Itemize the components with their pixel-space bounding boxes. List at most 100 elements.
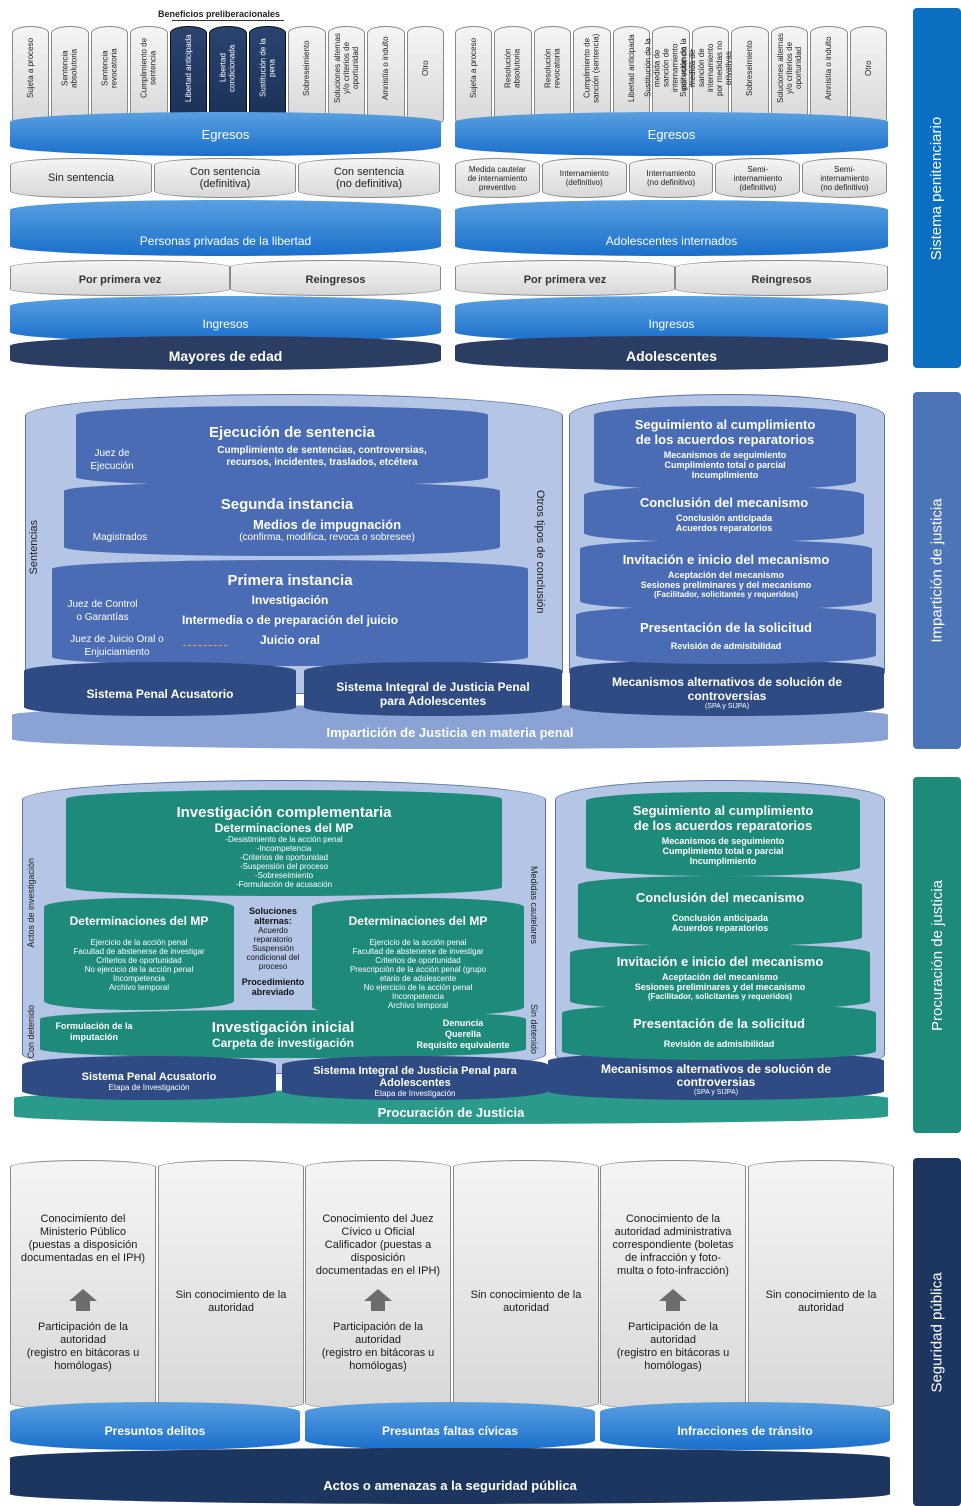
imp-conclusion: Conclusión del mecanismo Conclusión anti… — [584, 486, 864, 542]
juez-ejecucion: Juez de Ejecución — [90, 448, 134, 472]
egreso-cylinder: Resolución revocatoria — [533, 26, 572, 126]
ingresos-adol-bar: Ingresos — [455, 296, 888, 342]
pr2-title: Conclusión del mecanismo — [635, 889, 805, 905]
otros-label: Otros tipos de conclusión — [534, 490, 546, 614]
egresos-adolescentes-bar: Egresos — [455, 112, 888, 156]
dmp-left-title: Determinaciones del MP — [69, 914, 209, 928]
status-cylinder: Internamiento (definitivo) — [541, 158, 627, 198]
side-label-seguridad: Seguridad pública — [913, 1158, 961, 1506]
infracciones-transito-bar: Infracciones de tránsito — [600, 1402, 890, 1450]
proc-conclusion: Conclusión del mecanismo Conclusión anti… — [578, 876, 862, 946]
egreso-cylinder-label: Sentencia revocatoria — [100, 48, 119, 88]
dmp-right-title: Determinaciones del MP — [348, 914, 488, 928]
cylinder-conocimiento: Conocimiento del Ministerio Público (pue… — [10, 1160, 156, 1410]
con-detenido-label: Con detenido — [26, 1005, 36, 1059]
egreso-cylinder: Cumplimiento de sanción (sentencia) — [573, 26, 611, 126]
por-primera-vez-adol — [455, 260, 675, 296]
spa-procuracion: Sistema Penal Acusatorio Etapa de Invest… — [22, 1056, 276, 1100]
egreso-cylinder-label: Amnistía o indulto — [824, 36, 834, 100]
ic-title: Investigación complementaria — [176, 804, 392, 821]
cylinder-conocimiento: Conocimiento de la autoridad administrat… — [600, 1160, 746, 1410]
egreso-cylinder-label: Otro — [863, 60, 873, 76]
sentencias-label: Sentencias — [28, 520, 40, 575]
intermedia-item: Intermedia o de preparación del juicio — [181, 613, 399, 627]
egreso-cylinder-label: Amnistía o indulto — [381, 36, 391, 100]
status-cylinder: Internamiento (no definitivo) — [628, 158, 714, 198]
procedimiento-abreviado: Procedimiento abreviado — [241, 977, 305, 997]
proc-presentacion: Presentación de la solicitud Revisión de… — [562, 1004, 876, 1060]
sol-items: Acuerdo reparatorio Suspensión condicion… — [246, 926, 300, 971]
spa-imparticion: Sistema Penal Acusatorio — [24, 662, 296, 716]
status-cylinder: Semi- internamiento (definitivo) — [715, 158, 801, 198]
sin-conocimiento-text: Sin conocimiento de la autoridad — [765, 1289, 877, 1314]
pr1-sub: Mecanismos de seguimiento Cumplimiento t… — [661, 835, 785, 866]
pr1-title: Seguimiento al cumplimiento de los acuer… — [632, 802, 814, 833]
cylinder-conocimiento: Conocimiento del Juez Cívico u Oficial C… — [305, 1160, 451, 1410]
egreso-cylinder: Otro — [406, 26, 444, 126]
reingresos-mayores — [230, 260, 441, 296]
egreso-cylinder-label: Otro — [420, 60, 430, 76]
egreso-cylinder-label: Sobreseimiento — [745, 40, 755, 96]
egreso-cylinder: Sujeta a proceso — [455, 26, 493, 126]
up-arrow-stem — [666, 1301, 680, 1311]
egreso-cylinder-label: Soluciones alternas y/o criterios de opo… — [775, 33, 803, 103]
ejecucion-title: Ejecución de sentencia — [209, 423, 375, 441]
ejecucion-sentencia: Ejecución de sentencia Cumplimiento de s… — [76, 406, 488, 486]
cylinder-sin-conocimiento: Sin conocimiento de la autoridad — [453, 1160, 599, 1410]
ii-title: Investigación inicial — [211, 1018, 355, 1036]
egreso-cylinder: Libertad condicionada — [209, 26, 247, 126]
r2-sub: Conclusión anticipada Acuerdos reparator… — [675, 513, 773, 533]
segunda-sub2: (confirma, modifica, revoca o sobresee) — [239, 531, 415, 543]
primera-instancia: Primera instancia Investigación Intermed… — [52, 560, 528, 666]
juicio-oral-item: Juicio oral — [259, 633, 321, 647]
egreso-cylinder-label: Sujeta a proceso — [26, 37, 36, 99]
up-arrow-icon — [69, 1289, 97, 1301]
egreso-cylinder: Sobreseimiento — [288, 26, 326, 126]
por-primera-vez-mayores — [10, 260, 230, 296]
reingresos-label: Reingresos — [305, 274, 366, 286]
mayores-de-edad-bar: Mayores de edad — [10, 336, 441, 370]
egreso-cylinder-label: Sentencia absolutoria — [61, 48, 80, 88]
pr4-title: Presentación de la solicitud — [633, 1015, 805, 1031]
masc-sub: (SPA y SIJPA) — [704, 702, 750, 710]
egreso-cylinder: Amnistía o indulto — [810, 26, 848, 126]
sijpa-imparticion: Sistema Integral de Justicia Penal para … — [304, 662, 562, 716]
side-label-imparticion: Impartición de justicia — [913, 392, 961, 749]
faltas-civicas-bar: Presuntas faltas cívicas — [305, 1402, 595, 1450]
magistrados: Magistrados — [92, 532, 148, 543]
up-arrow-stem — [371, 1301, 385, 1311]
actos-investigacion-label: Actos de investigación — [26, 858, 36, 948]
sijpa-procuracion: Sistema Integral de Justicia Penal para … — [282, 1056, 548, 1100]
masc-imparticion: Mecanismos alternativos de solución de c… — [570, 660, 884, 716]
status-cylinder: Con sentencia (no definitiva) — [298, 158, 440, 198]
egreso-cylinder: Sustitución de la medida de sanción de i… — [644, 26, 698, 126]
egreso-cylinder-label: Cumplimiento de sentencia — [140, 37, 159, 99]
masc-label: Mecanismos alternativos de solución de c… — [611, 674, 843, 703]
egreso-cylinder: Libertad anticipada — [169, 26, 208, 126]
ppl-bar: Personas privadas de la libertad — [10, 200, 441, 256]
spa-proc-sub: Etapa de Investigación — [108, 1082, 190, 1092]
egreso-cylinder: Sujeta a proceso — [12, 26, 50, 126]
participacion-text: Participación de la autoridad (registro … — [321, 1321, 435, 1372]
dmp-left: Determinaciones del MP Ejercicio de la a… — [44, 898, 234, 1010]
dmp-right: Determinaciones del MP Ejercicio de la a… — [312, 898, 524, 1016]
egreso-cylinder: Sustitución de la pena — [248, 26, 287, 126]
proc-invitacion: Invitación e inicio del mecanismo Acepta… — [570, 944, 870, 1010]
sin-conocimiento-text: Sin conocimiento de la autoridad — [470, 1289, 582, 1314]
egreso-cylinder-label: Soluciones alternas y/o criterios de opo… — [332, 33, 360, 103]
por-primera-vez-label: Por primera vez — [78, 274, 162, 286]
egreso-cylinder: Sentencia revocatoria — [90, 26, 129, 126]
masc-procuracion: Mecanismos alternativos de solución de c… — [548, 1052, 884, 1100]
dmp-left-items: Ejercicio de la acción penal Facultad de… — [73, 938, 205, 992]
egreso-cylinder: Cumplimiento de sentencia — [130, 26, 168, 126]
participacion-text: Participación de la autoridad (registro … — [26, 1321, 140, 1372]
r4-title: Presentación de la solicitud — [640, 619, 812, 635]
egreso-cylinder-label: Libertad anticipada — [184, 34, 194, 102]
egreso-cylinder: Resolución absolutoria — [494, 26, 532, 126]
r3-sub: Aceptación del mecanismo Sesiones prelim… — [640, 569, 812, 590]
egreso-cylinder-label: Sobreseimiento — [302, 40, 312, 96]
sol-title: Soluciones alternas: — [248, 906, 297, 926]
egreso-cylinder-label: Sujeta a proceso — [469, 37, 479, 99]
cylinder-sin-conocimiento: Sin conocimiento de la autoridad — [748, 1160, 894, 1410]
conocimiento-text: Conocimiento de la autoridad administrat… — [612, 1213, 734, 1277]
